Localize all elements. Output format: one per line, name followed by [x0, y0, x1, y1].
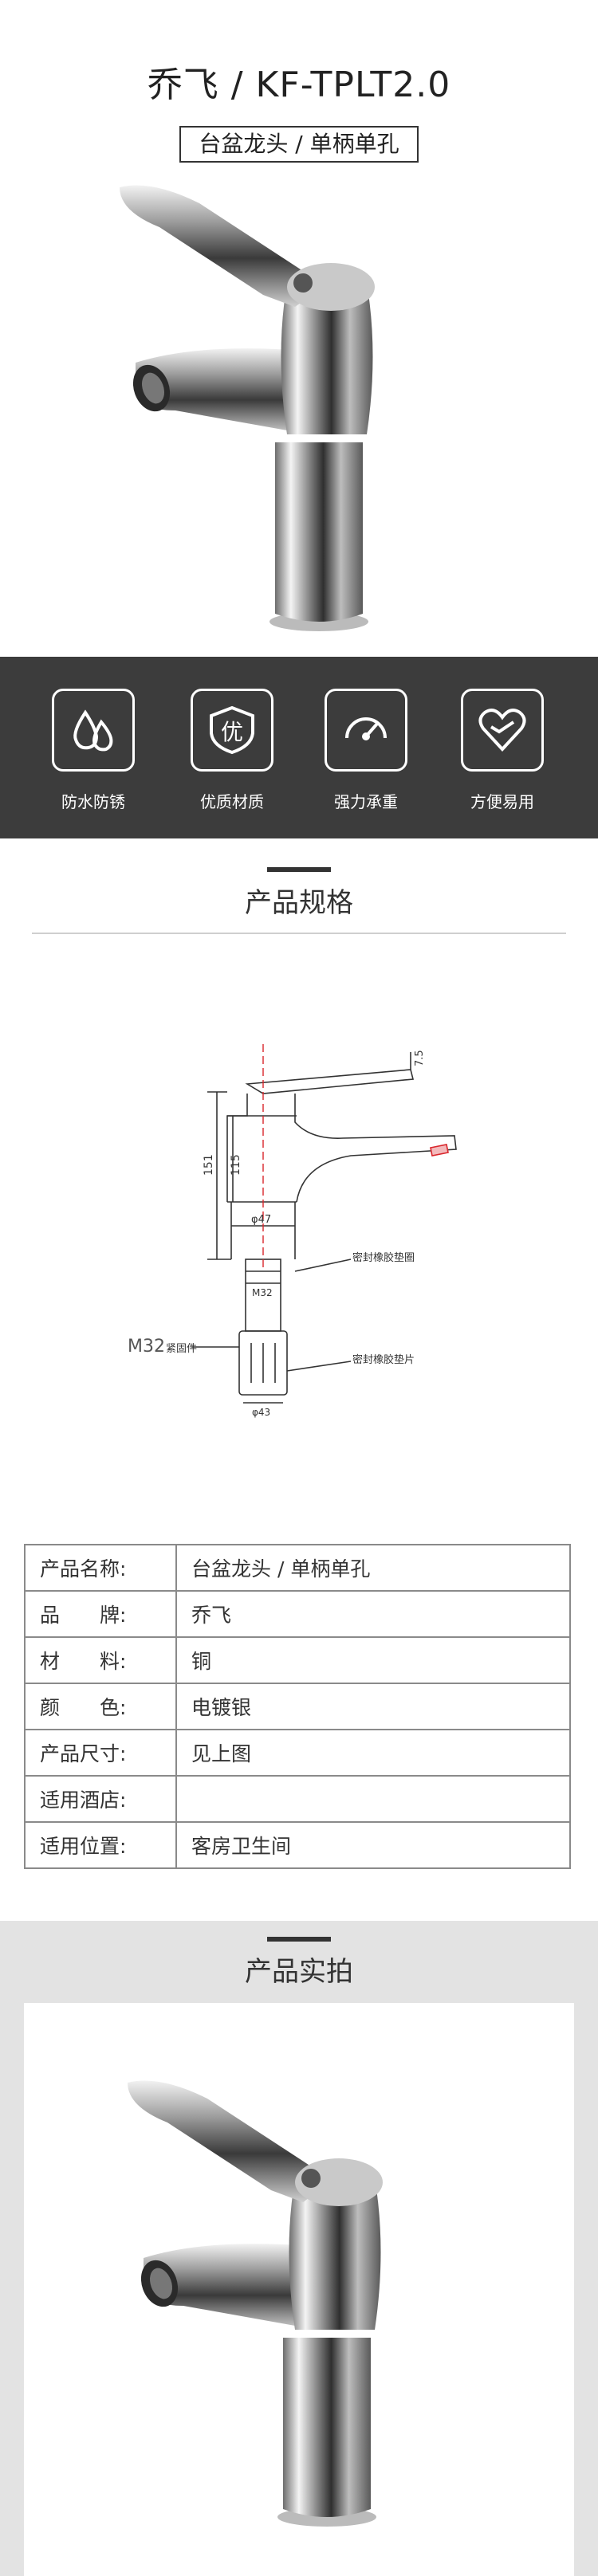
feature-label: 方便易用 — [470, 792, 534, 811]
thread-small-label: M32 — [252, 1287, 273, 1298]
m32-label: M32 — [128, 1337, 165, 1357]
spec-key: 适用酒店: — [24, 1775, 177, 1823]
water-drops-icon — [52, 689, 135, 772]
feature-label: 防水防锈 — [61, 792, 125, 811]
feature-load: 强力承重 — [306, 689, 426, 812]
table-row: 适用位置: 客房卫生间 — [24, 1821, 571, 1869]
spec-key: 颜 色: — [24, 1683, 177, 1730]
heart-icon — [461, 689, 544, 772]
feature-easy: 方便易用 — [443, 689, 562, 812]
faucet-photo — [128, 2080, 383, 2527]
photo-section-title: 产品实拍 — [245, 1956, 353, 1988]
spec-value: 见上图 — [175, 1729, 571, 1777]
seal-gasket-label: 密封橡胶垫片 — [352, 1353, 415, 1366]
spec-value: 铜 — [175, 1636, 571, 1684]
spec-key: 品 牌: — [24, 1590, 177, 1638]
table-row: 适用酒店: — [24, 1775, 571, 1823]
dim-top-label: 7.5 — [414, 1050, 426, 1066]
quality-badge-icon: 优 — [191, 689, 273, 772]
table-row: 颜 色: 电镀银 — [24, 1683, 571, 1730]
dim-d47-label: φ47 — [251, 1214, 271, 1226]
spec-section-title: 产品规格 — [245, 887, 353, 919]
spec-value: 电镀银 — [175, 1683, 571, 1730]
photo-frame — [24, 2003, 574, 2576]
table-row: 产品尺寸: 见上图 — [24, 1729, 571, 1777]
fastener-label: 紧固件 — [166, 1343, 197, 1355]
table-row: 材 料: 铜 — [24, 1636, 571, 1684]
spec-key: 材 料: — [24, 1636, 177, 1684]
section-divider — [32, 933, 566, 934]
feature-quality: 优 优质材质 — [172, 689, 292, 812]
feature-label: 优质材质 — [200, 792, 264, 811]
section-accent-bar — [267, 867, 331, 872]
dim-115-label: 115 — [230, 1154, 242, 1176]
product-subtitle: 台盆龙头 / 单柄单孔 — [179, 126, 419, 163]
spec-table: 产品名称: 台盆龙头 / 单柄单孔 品 牌: 乔飞 材 料: 铜 颜 色: 电镀… — [24, 1544, 571, 1869]
pressure-gauge-icon — [325, 689, 407, 772]
feature-band: 防水防锈 优 优质材质 强力承重 方便易用 — [0, 657, 598, 838]
spec-value: 乔飞 — [175, 1590, 571, 1638]
spec-value: 台盆龙头 / 单柄单孔 — [175, 1544, 571, 1592]
feature-waterproof: 防水防锈 — [33, 689, 153, 812]
spec-value — [175, 1775, 571, 1823]
table-row: 品 牌: 乔飞 — [24, 1590, 571, 1638]
dimension-diagram: 7.5 151 115 φ47 M32 密封橡胶垫圈 M32 紧固件 密封橡胶垫… — [128, 1044, 457, 1418]
dim-151-label: 151 — [203, 1154, 215, 1176]
spec-key: 产品名称: — [24, 1544, 177, 1592]
spec-value: 客房卫生间 — [175, 1821, 571, 1869]
seal-ring-label: 密封橡胶垫圈 — [352, 1251, 415, 1264]
table-row: 产品名称: 台盆龙头 / 单柄单孔 — [24, 1544, 571, 1592]
feature-label: 强力承重 — [334, 792, 398, 811]
product-title: 乔飞 / KF-TPLT2.0 — [147, 65, 451, 105]
dim-d43-label: φ43 — [252, 1407, 270, 1418]
svg-text:优: 优 — [221, 719, 243, 745]
spec-key: 产品尺寸: — [24, 1729, 177, 1777]
section-accent-bar — [267, 1937, 331, 1942]
faucet-image — [120, 185, 375, 631]
spec-key: 适用位置: — [24, 1821, 177, 1869]
